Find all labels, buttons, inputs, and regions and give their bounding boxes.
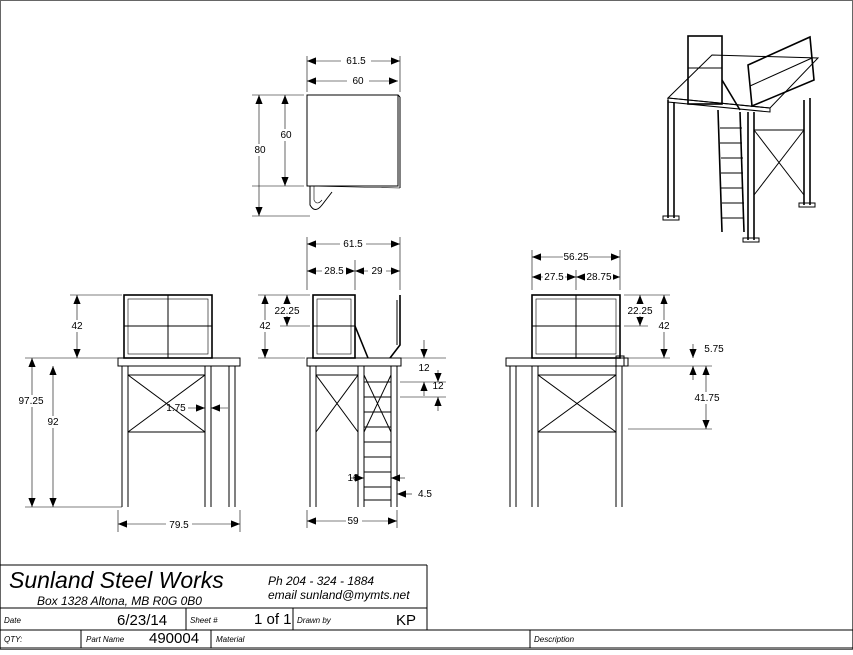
front-dim-mid-rail: 22.25: [274, 306, 299, 317]
front-dim-seg-left: 28.5: [324, 266, 344, 277]
front-dim-seg-right: 29: [371, 266, 383, 277]
front-dim-offset: 4.5: [418, 489, 432, 500]
qty-label: QTY:: [4, 635, 22, 644]
company-phone: Ph 204 - 324 - 1884: [268, 574, 374, 588]
drawn-by-label: Drawn by: [297, 616, 332, 625]
date-value: 6/23/14: [117, 612, 167, 629]
right-dim-mid-rail: 22.25: [627, 306, 652, 317]
date-label: Date: [4, 616, 21, 625]
company-address: Box 1328 Altona, MB R0G 0B0: [37, 594, 202, 608]
top-dim-width-inner: 60: [352, 76, 364, 87]
left-dim-leg-offset: 1.75: [166, 403, 186, 414]
description-label: Description: [534, 635, 575, 644]
front-dim-gap-1: 12: [418, 363, 430, 374]
part-name-label: Part Name: [86, 635, 125, 644]
left-dim-width: 79.5: [169, 520, 189, 531]
drawn-by-value: KP: [396, 612, 416, 629]
left-elevation-view: 42 97.25 92 1.75 79.5: [18, 294, 241, 532]
front-elevation-view: 61.5 28.5 29 22.25 42 12 12 16 4.5 59: [256, 237, 446, 528]
right-elevation-view: 56.25 27.5 28.75 22.25 42 5.75 41.75: [505, 250, 724, 507]
company-name: Sunland Steel Works: [9, 567, 224, 593]
right-dim-rail-height: 42: [658, 321, 670, 332]
left-dim-rail-height: 42: [71, 321, 83, 332]
front-dim-width: 61.5: [343, 239, 363, 250]
front-dim-rung-width: 16: [347, 473, 359, 484]
sheet-value: 1 of 1: [254, 611, 292, 628]
top-dim-height-outer: 80: [254, 145, 266, 156]
top-dim-width-outer: 61.5: [346, 56, 366, 67]
material-label: Material: [216, 635, 245, 644]
top-dim-height-inner: 60: [280, 130, 292, 141]
part-name-value: 490004: [149, 630, 199, 647]
right-dim-seg-right: 28.75: [586, 272, 611, 283]
top-view: 61.5 60 80 60: [250, 55, 401, 217]
company-email: email sunland@mymts.net: [268, 588, 410, 602]
front-dim-rail-height: 42: [259, 321, 271, 332]
right-dim-step: 5.75: [704, 344, 724, 355]
sheet-label: Sheet #: [190, 616, 218, 625]
right-dim-seg-left: 27.5: [544, 272, 564, 283]
front-dim-base-width: 59: [347, 516, 359, 527]
left-dim-deck-height: 92: [47, 417, 59, 428]
right-dim-width: 56.25: [563, 252, 588, 263]
right-dim-brace: 41.75: [694, 393, 719, 404]
isometric-view: [662, 35, 820, 243]
front-dim-gap-2: 12: [432, 381, 444, 392]
left-dim-total-height: 97.25: [18, 396, 43, 407]
title-block: Sunland Steel Works Box 1328 Altona, MB …: [0, 564, 853, 649]
